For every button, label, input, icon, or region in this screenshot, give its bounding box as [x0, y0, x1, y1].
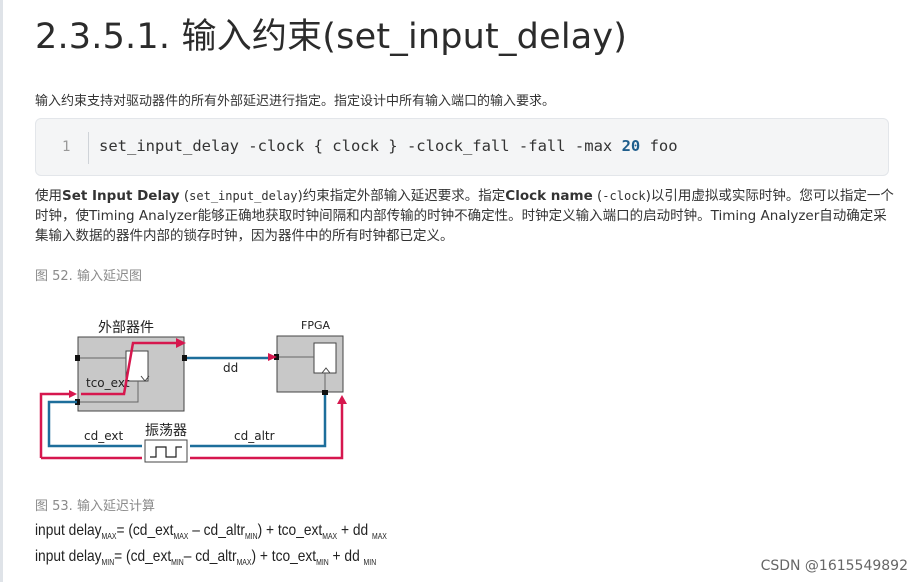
- left-edge-line: [0, 0, 3, 582]
- eq-subscript: MIN: [363, 558, 377, 567]
- eq-term: + dd: [337, 522, 372, 539]
- oscillator-red-right: [190, 400, 344, 460]
- para-code-term: set_input_delay: [189, 189, 298, 203]
- ext-pin-left-top: [75, 355, 80, 361]
- equation-max: input delayMAX= (cd_extMAX – cd_altrMIN)…: [35, 522, 387, 541]
- launch-path-upper: [81, 341, 177, 396]
- code-gutter-divider: [88, 132, 89, 164]
- code-line-number: 1: [62, 139, 71, 155]
- intro-text: 输入约束支持对驱动器件的所有外部延迟进行指定。指定设计中所有输入端口的输入要求。: [35, 94, 556, 109]
- csdn-watermark: CSDN @1615549892: [760, 558, 908, 574]
- eq-lhs: input delay: [35, 548, 102, 565]
- code-block[interactable]: 1 set_input_delay -clock { clock } -cloc…: [35, 118, 889, 176]
- latch-arrowhead: [337, 395, 347, 404]
- equation-min: input delayMIN= (cd_extMIN– cd_altrMAX) …: [35, 548, 376, 567]
- para-bold-term: Clock name: [505, 188, 593, 204]
- code-target: foo: [640, 137, 678, 155]
- eq-term: ) + tco_ext: [257, 522, 323, 539]
- eq-subscript: MAX: [173, 532, 189, 541]
- para-text: )约束指定外部输入延迟要求。指定: [297, 188, 506, 204]
- code-number: 20: [621, 137, 641, 155]
- launch-path-lower: [39, 392, 74, 458]
- dd-label: dd: [223, 361, 238, 375]
- eq-subscript: MAX: [236, 558, 252, 567]
- eq-subscript: MIN: [244, 532, 258, 541]
- ext-pin-right: [182, 355, 187, 361]
- eq-subscript: MAX: [101, 532, 117, 541]
- ext-register-clock-symbol: [140, 375, 150, 382]
- eq-term: = (cd_ext: [116, 522, 174, 539]
- launch-path-arrowhead-2: [176, 338, 186, 348]
- eq-term: – cd_altr: [183, 548, 237, 565]
- eq-subscript: MIN: [101, 558, 115, 567]
- para-text: (: [179, 188, 190, 204]
- eq-lhs: input delay: [35, 522, 102, 539]
- external-device-label: 外部器件: [98, 320, 154, 336]
- fpga-register-clock-symbol: [321, 367, 331, 374]
- ext-clock-wire: [78, 381, 139, 403]
- input-delay-diagram: 外部器件 tco_ext FPGA dd cd_ext cd_altr 振荡器: [39, 319, 347, 463]
- eq-term: + dd: [328, 548, 364, 565]
- launch-path-arrowhead-1: [69, 390, 77, 398]
- cd-ext-wire: [47, 400, 142, 448]
- code-command: set_input_delay -clock { clock } -clock_…: [99, 137, 622, 155]
- para-text: (: [592, 188, 603, 204]
- eq-term: ) + tco_ext: [251, 548, 317, 565]
- square-wave-icon: [150, 446, 182, 458]
- cd-ext-label: cd_ext: [84, 429, 123, 443]
- description-paragraph: 使用Set Input Delay (set_input_delay)约束指定外…: [35, 186, 895, 246]
- page-title: 2.3.5.1. 输入约束(set_input_delay): [35, 17, 628, 57]
- figure-53-caption: 图 53. 输入延迟计算: [35, 499, 155, 514]
- para-text: )以引用虚拟或实际时钟。您可以指定一个时钟，使Timing Analyzer能够…: [35, 188, 894, 244]
- fpga-pin-bottom: [322, 390, 328, 395]
- eq-subscript: MAX: [371, 532, 387, 541]
- para-text: 使用: [35, 188, 62, 204]
- para-code-term: -clock: [602, 189, 646, 203]
- fpga-label: FPGA: [301, 319, 330, 332]
- dd-arrowhead: [268, 353, 277, 361]
- ext-pin-left-bottom: [75, 399, 80, 405]
- eq-subscript: MIN: [316, 558, 329, 567]
- eq-term: – cd_altr: [188, 522, 245, 539]
- cd-altr-wire: [190, 395, 327, 448]
- para-bold-term: Set Input Delay: [62, 188, 180, 204]
- eq-subscript: MAX: [322, 532, 338, 541]
- code-line[interactable]: set_input_delay -clock { clock } -clock_…: [99, 137, 678, 155]
- eq-subscript: MIN: [171, 558, 184, 567]
- tco-label: tco_ext: [86, 376, 130, 390]
- oscillator-label: 振荡器: [145, 423, 187, 439]
- eq-term: = (cd_ext: [114, 548, 172, 565]
- figure-52-caption: 图 52. 输入延迟图: [35, 269, 142, 284]
- cd-altr-label: cd_altr: [234, 429, 275, 443]
